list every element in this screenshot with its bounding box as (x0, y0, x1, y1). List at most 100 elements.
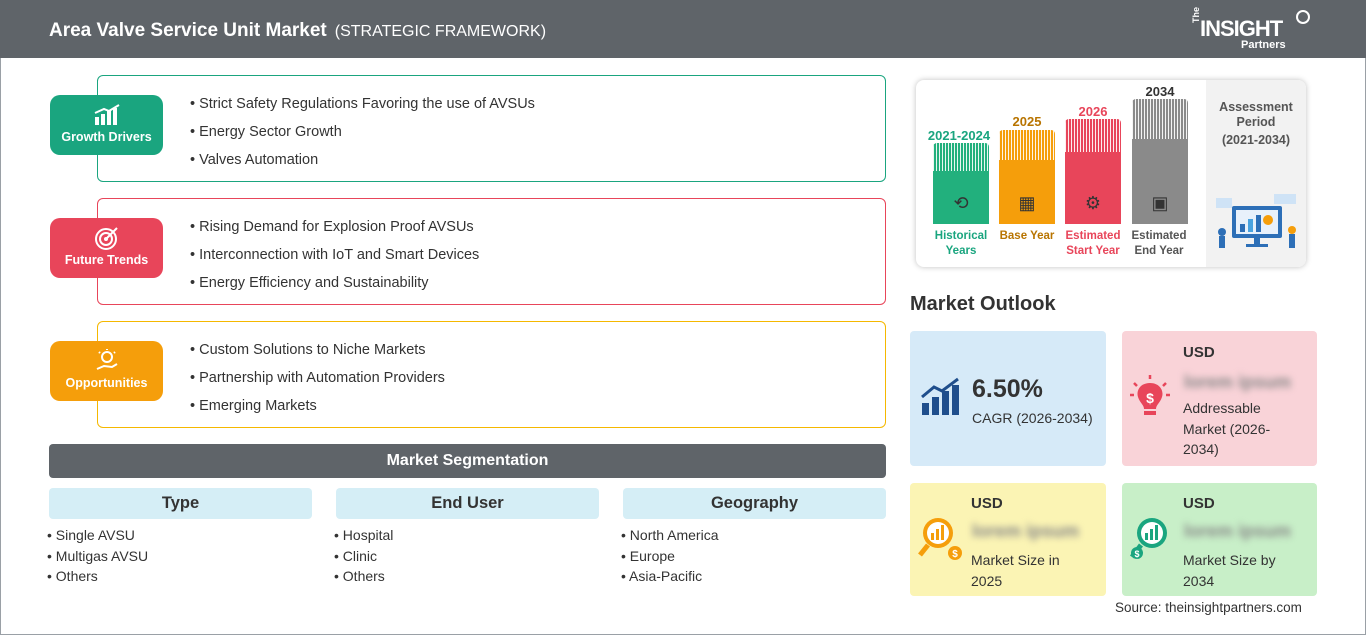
list-item: • Clinic (334, 547, 378, 564)
addressable-currency: USD (1183, 344, 1215, 361)
cagr-value: 6.50% (972, 375, 1043, 403)
assessment-period-panel: Assessment Period (2021-2034) (1206, 80, 1306, 267)
timeline-year: 2026 (1078, 104, 1108, 119)
item-text: Europe (629, 547, 675, 564)
addressable-market-card: $ USD lorem ipsum Addressable Market (20… (1122, 331, 1317, 466)
timeline-year: 2025 (1012, 114, 1042, 129)
timeline-year: 2034 (1145, 84, 1175, 99)
list-item: • Others (334, 568, 385, 584)
size-2034-label: Market Size by 2034 (1183, 552, 1276, 589)
item-text: Emerging Markets (199, 398, 317, 414)
list-item: • Hospital (334, 527, 394, 543)
list-item: • Energy Efficiency and Sustainability (190, 275, 429, 291)
future-trends-card: • Rising Demand for Explosion Proof AVSU… (97, 198, 886, 305)
future-trends-badge: Future Trends (50, 218, 163, 278)
future-trends-list: • Rising Demand for Explosion Proof AVSU… (190, 219, 479, 303)
assessment-title: Assessment Period (1219, 100, 1293, 129)
segment-end-user: End User • Hospital • Clinic • Others (334, 488, 599, 589)
market-outlook-title: Market Outlook (910, 293, 1056, 315)
magnifier-chart-icon: $ (1130, 518, 1167, 559)
opportunities-badge: Opportunities (50, 341, 163, 401)
calendar-icon: ▦ (1018, 193, 1036, 213)
list-item: • Partnership with Automation Providers (190, 370, 445, 386)
timeline-caption: Base Year (999, 230, 1055, 242)
badge-label: Opportunities (65, 376, 148, 390)
list-item: • North America (621, 527, 719, 543)
timeline-caption: Estimated Start Year (1065, 230, 1121, 257)
logo-insight: INSIGHT (1200, 16, 1283, 41)
growth-chart-icon (921, 377, 959, 415)
cagr-card: 6.50% CAGR (2026-2034) (910, 331, 1106, 466)
growth-chart-icon (50, 103, 163, 129)
logo-partners: Partners (1241, 39, 1286, 51)
header-bar: Area Valve Service Unit Market (STRATEGIC… (0, 0, 1366, 58)
item-text: Energy Efficiency and Sustainability (199, 275, 429, 291)
item-text: Custom Solutions to Niche Markets (199, 342, 426, 358)
market-segmentation-header: Market Segmentation (49, 444, 886, 478)
history-icon: ⟲ (953, 193, 969, 213)
market-size-2034-card: $ USD lorem ipsum Market Size by 2034 (1122, 483, 1317, 596)
timeline-year: 2021-2024 (927, 128, 991, 143)
item-text: Clinic (342, 547, 378, 564)
analytics-illustration-icon (1216, 194, 1296, 248)
source-credit: Source: theinsightpartners.com (1115, 600, 1302, 615)
item-text: Others (55, 568, 98, 584)
logo-bulb-icon (1296, 10, 1310, 24)
timeline-bar-start: ⚙ (1065, 119, 1121, 224)
idea-hand-icon (50, 349, 163, 375)
segment-heading: Geography (623, 488, 886, 519)
growth-drivers-badge: Growth Drivers (50, 95, 163, 155)
segment-heading: End User (336, 488, 599, 519)
start-year-icon: ⚙ (1084, 193, 1102, 213)
insight-partners-logo[interactable]: The INSIGHT Partners (1188, 7, 1313, 52)
item-text: Asia-Pacific (629, 568, 703, 584)
addressable-label: Addressable Market (2026-2034) (1183, 400, 1271, 457)
size-2034-currency: USD (1183, 495, 1215, 512)
size-2025-value: lorem ipsum (972, 521, 1080, 541)
item-text: Strict Safety Regulations Favoring the u… (199, 96, 535, 112)
item-text: Multigas AVSU (55, 547, 149, 564)
cagr-label: CAGR (2026-2034) (972, 410, 1093, 426)
badge-label: Future Trends (64, 253, 149, 267)
list-item: • Interconnection with IoT and Smart Dev… (190, 247, 480, 263)
timeline-caption: Estimated End Year (1131, 230, 1187, 257)
item-text: Hospital (342, 527, 394, 543)
badge-label: Growth Drivers (61, 130, 152, 144)
money-bulb-icon: $ (1130, 375, 1170, 415)
list-item: • Multigas AVSU (47, 547, 149, 564)
list-item: • Others (47, 568, 98, 584)
presentation-icon: ▣ (1151, 193, 1169, 213)
item-text: Interconnection with IoT and Smart Devic… (199, 247, 480, 263)
list-item: • Single AVSU (47, 527, 135, 543)
item-text: Single AVSU (55, 527, 135, 543)
assessment-range: (2021-2034) (1221, 133, 1291, 147)
opportunities-card: • Custom Solutions to Niche Markets • Pa… (97, 321, 886, 428)
svg-text:$: $ (952, 549, 958, 560)
item-text: Valves Automation (199, 152, 319, 168)
addressable-value: lorem ipsum (1184, 372, 1292, 392)
list-item: • Emerging Markets (190, 398, 317, 414)
list-item: • Custom Solutions to Niche Markets (190, 342, 426, 358)
timeline-bar-end: ▣ (1132, 99, 1188, 224)
list-item: • Strict Safety Regulations Favoring the… (190, 96, 535, 112)
market-size-2025-card: $ USD lorem ipsum Market Size in 2025 (910, 483, 1106, 596)
segment-geography: Geography • North America • Europe • Asi… (621, 488, 886, 589)
item-text: Rising Demand for Explosion Proof AVSUs (199, 219, 474, 235)
list-item: • Energy Sector Growth (190, 124, 342, 140)
list-item: • Europe (621, 547, 675, 564)
list-item: • Valves Automation (190, 152, 319, 168)
list-item: • Asia-Pacific (621, 568, 703, 584)
size-2034-value: lorem ipsum (1184, 521, 1292, 541)
svg-text:$: $ (1134, 549, 1139, 559)
timeline-caption: Historical Years (934, 230, 988, 257)
target-icon (50, 226, 163, 252)
timeline-bar-base: ▦ (999, 130, 1055, 224)
segment-heading: Type (49, 488, 312, 519)
title-subtitle: (STRATEGIC FRAMEWORK) (334, 23, 547, 40)
list-item: • Rising Demand for Explosion Proof AVSU… (190, 219, 474, 235)
growth-drivers-card: • Strict Safety Regulations Favoring the… (97, 75, 886, 182)
item-text: Others (342, 568, 385, 584)
title-text: Area Valve Service Unit Market (49, 20, 327, 41)
size-2025-label: Market Size in 2025 (971, 552, 1060, 589)
growth-drivers-list: • Strict Safety Regulations Favoring the… (190, 96, 535, 180)
